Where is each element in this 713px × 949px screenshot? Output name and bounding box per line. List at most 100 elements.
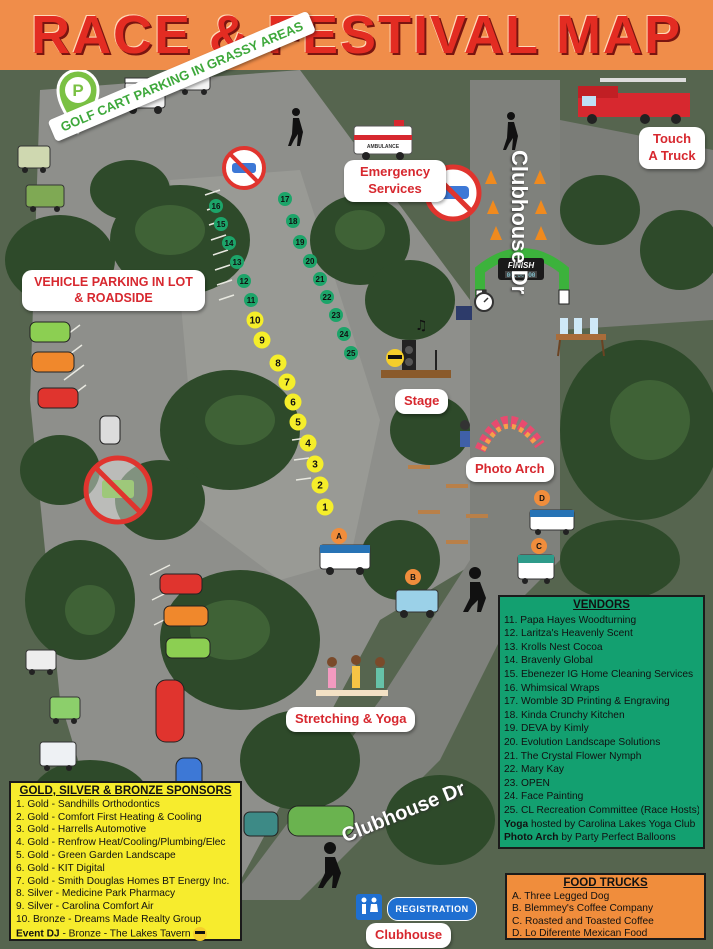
vendor-item: 15. Ebenezer IG Home Cleaning Services [504, 668, 694, 680]
food-truck-marker-label: B [410, 573, 416, 582]
race-marker-label: 16 [212, 202, 221, 211]
page-title: RACE & FESTIVAL MAP [30, 5, 683, 65]
food-truck-marker-label: C [536, 542, 542, 551]
race-marker-label: 24 [340, 330, 349, 339]
vendors-title: VENDORS [573, 599, 630, 611]
race-marker [214, 217, 228, 231]
race-marker-label: 5 [295, 418, 301, 429]
food-truck-item: B. Blemmey's Coffee Company [512, 903, 654, 915]
stage-label: Stage [395, 389, 449, 414]
finish-arch-icon: FINISH 00:00:00 [475, 248, 570, 305]
race-marker-label: 17 [281, 195, 290, 204]
vendor-item: 19. DEVA by Kimly [504, 723, 589, 735]
sponsor-item: 10. Bronze - Dreams Made Realty Group [16, 913, 202, 925]
race-marker-label: 22 [323, 293, 332, 302]
finish-text: FINISH [508, 261, 534, 270]
clubhouse-dr-road-label: Clubhouse Dr [507, 150, 532, 295]
race-marker [237, 274, 251, 288]
tree-highlights [65, 205, 690, 660]
race-marker [278, 373, 296, 391]
food-truck-marker-label: A [336, 532, 342, 541]
svg-text:♫: ♫ [415, 318, 428, 334]
food-truck-markers: A B C D [331, 490, 550, 585]
registration-button[interactable]: REGISTRATION [387, 897, 477, 921]
sponsor-event-dj: Event DJ - Bronze - The Lakes Tavern [16, 926, 235, 941]
vendor-item: 17. Womble 3D Printing & Engraving [504, 696, 670, 708]
vendor-item: 22. Mary Kay [504, 764, 565, 776]
vendor-item: 25. CL Recreation Committee (Race Hosts) [504, 804, 699, 816]
sponsor-item: 1. Gold - Sandhills Orthodontics [16, 798, 160, 810]
walking-person-icon [288, 108, 518, 888]
sponsor-item: 4. Gold - Renfrow Heat/Cooling/Plumbing/… [16, 837, 226, 849]
race-marker-label: 23 [332, 311, 341, 320]
race-marker [313, 272, 327, 286]
vendor-photo-label: Photo Arch [504, 832, 559, 844]
food-truck-marker [331, 528, 347, 544]
food-truck-item: D. Lo Diferente Mexican Food [512, 928, 648, 940]
traffic-cone-icon [485, 170, 547, 240]
sponsor-item: 5. Gold - Green Garden Landscape [16, 849, 176, 861]
event-dj-text: - Bronze - The Lakes Tavern [59, 928, 191, 940]
race-marker-label: 7 [284, 378, 290, 389]
race-marker [316, 498, 334, 516]
sponsor-item: 9. Silver - Carolina Comfort Air [16, 901, 154, 913]
picnic-table-icon [408, 465, 488, 544]
race-marker [244, 293, 258, 307]
food-truck-marker-label: D [539, 494, 545, 503]
race-marker-label: 18 [289, 217, 298, 226]
race-marker [230, 255, 244, 269]
stopwatch-icon [456, 290, 494, 320]
vendor-photo-text: by Party Perfect Balloons [558, 832, 676, 844]
vendor-item: 24. Face Painting [504, 791, 584, 803]
event-dj-label: Event DJ [16, 928, 60, 940]
race-marker [289, 413, 307, 431]
finish-clock-text: 00:00:00 [507, 272, 536, 279]
vendor-item: 16. Whimsical Wraps [504, 682, 600, 694]
race-marker [278, 192, 292, 206]
vendor-yoga-text: hosted by Carolina Lakes Yoga Club [528, 818, 696, 830]
ambulance-text: AMBULANCE [367, 144, 400, 150]
vendor-item: 23. OPEN [504, 777, 550, 789]
race-marker [329, 308, 343, 322]
race-marker-label: 15 [217, 220, 226, 229]
water-table-icon [556, 318, 606, 357]
race-marker [293, 235, 307, 249]
race-marker-label: 12 [240, 277, 249, 286]
sponsor-item: 7. Gold - Smith Douglas Homes BT Energy … [16, 875, 230, 887]
food-truck-icon [319, 509, 575, 618]
race-marker [299, 434, 317, 452]
sponsor-item: 8. Silver - Medicine Park Pharmacy [16, 888, 176, 900]
race-marker-label: 1 [322, 503, 328, 514]
sponsor-item: 2. Gold - Comfort First Heating & Coolin… [16, 811, 202, 823]
race-marker-label: 21 [316, 275, 325, 284]
race-marker [284, 393, 302, 411]
race-marker [209, 199, 223, 213]
race-marker-label: 11 [247, 296, 256, 305]
balloon-arch-icon [460, 415, 545, 453]
touch-a-truck-label: Touch A Truck [639, 127, 705, 169]
clubhouse-label: Clubhouse [366, 923, 452, 948]
sponsor-item: 3. Gold - Harrells Automotive [16, 824, 147, 836]
food-truck-marker [405, 569, 421, 585]
vendor-item: 13. Krolls Nest Cocoa [504, 641, 603, 653]
yoga-icon [316, 655, 388, 696]
sunglasses-emoji-icon [193, 926, 208, 941]
race-marker-label: 14 [225, 239, 234, 248]
stretching-yoga-label: Stretching & Yoga [286, 707, 416, 732]
photo-arch-label: Photo Arch [466, 457, 554, 482]
dj-stage-icon: ♫ [381, 318, 451, 378]
race-marker-label: 10 [249, 316, 261, 327]
restroom-icon [356, 894, 382, 920]
race-marker [286, 214, 300, 228]
no-golf-cart-icon [83, 455, 153, 525]
race-marker [306, 455, 324, 473]
vendor-list: 11. Papa Hayes Woodturning 12. Laritza's… [504, 614, 699, 845]
food-trucks-legend: FOOD TRUCKS A. Three Legged Dog B. Blemm… [505, 873, 706, 940]
race-marker-label: 20 [306, 257, 315, 266]
vendor-item: 20. Evolution Landscape Solutions [504, 736, 661, 748]
race-marker [344, 346, 358, 360]
food-truck-item: C. Roasted and Toasted Coffee [512, 915, 654, 927]
sponsors-legend: GOLD, SILVER & BRONZE SPONSORS 1. Gold -… [9, 781, 242, 941]
race-marker [320, 290, 334, 304]
